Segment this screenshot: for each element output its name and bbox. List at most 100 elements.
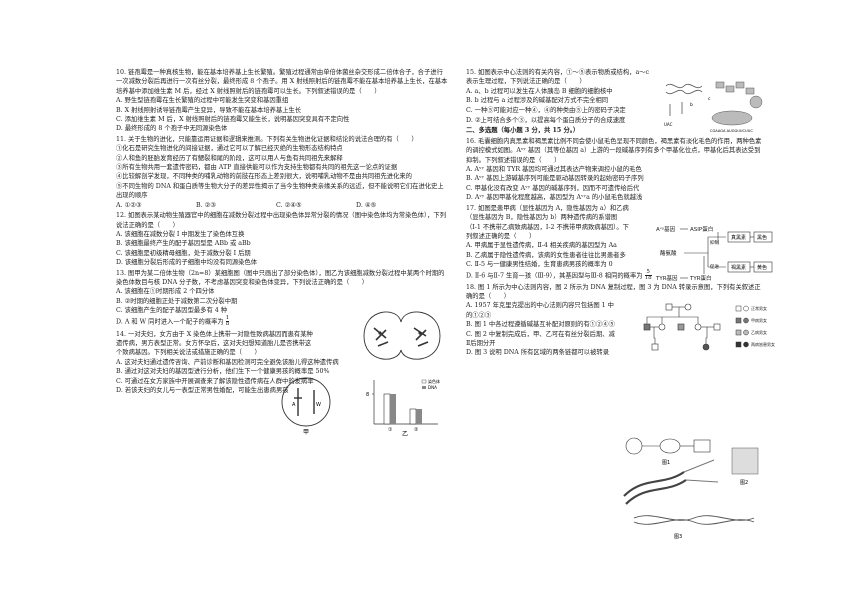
question-10: 10. 链孢霉是一种真核生物，能在基本培养基上生长繁殖。繁殖过程通常由单倍体菌丝… <box>116 68 448 134</box>
question-stem: 17. 如图是患甲病（显性基因为 A，隐性基因为 a）和乙病（显性基因为 B，隐… <box>466 204 629 240</box>
option-d: D. ②上可结合多个③，以提高每个蛋白质分子的合成速度 <box>466 117 626 125</box>
pigment-regulation-figure: Aᵛʸ基因 ASIP蛋白 酪氨酸 TYR基因 TYR蛋白 抑制 促进 真黑素 褐… <box>654 222 774 290</box>
question-15-option-d: D. ②上可结合多个③，以提高每个蛋白质分子的合成速度 <box>466 116 766 125</box>
option-d-text: D. Ⅱ-6 与Ⅱ-7 生育一孩（Ⅲ-9），其基因型与Ⅲ-8 相同的概率为 <box>466 272 643 280</box>
question-16: 16. 毛囊细胞内真黑素和褐黑素比例不同会使小鼠毛色呈现不同颜色，褐黑素有淡化毛… <box>466 137 766 203</box>
option-a: A. 甲病属于显性遗传病，Ⅱ-4 相关疾病的基因型为 Aa <box>466 242 617 250</box>
question-stem: 11. 关于生物的进化，只能靠运用证据和逻辑来推测。下列有关生物进化证据和结论的… <box>116 135 418 143</box>
yellow-label: 黄色 <box>757 264 767 271</box>
option-a: A. 野生型链孢霉在生长繁殖的过程中可能发生突变和基因重组 <box>116 97 289 105</box>
option-b: B. 乙病属于隐性遗传病，该病的女性患者往往比男患者多 <box>466 251 626 259</box>
figure-2-label: 图2 <box>740 480 748 486</box>
fraction-numerator: 1 <box>225 314 230 323</box>
option-c: C. 图 2 中复制完成后，甲、乙可在有丝分裂后期、减Ⅱ后期分开 <box>466 330 615 347</box>
option-b: B. 图 1 中各过程遵循碱基互补配对原则的有①②④⑤ <box>466 321 615 329</box>
figure-label-jia: 甲 <box>303 429 309 436</box>
statement-2: ②人和鱼的胚胎发育经历了有鳃裂和尾的阶段，这可以用人与鱼有共同祖先来解释 <box>116 154 343 162</box>
question-11: 11. 关于生物的进化，只能靠运用证据和逻辑来推测。下列有关生物进化证据和结论的… <box>116 135 448 210</box>
option-c: C. Ⅱ-5 与一健康男性结婚，生育患病男孩的概率为 0 <box>466 261 613 269</box>
option-b: B. b 过程与 a 过程涉及的碱基配对方式不完全相同 <box>466 97 609 105</box>
option-d-text: D. A 和 W 同时进入一个配子的概率为 <box>116 318 224 326</box>
option-b: B. X 射线照射诱导链孢霉产生变异，导致不能在基本培养基上生长 <box>116 106 302 114</box>
option-c: C. 该细胞产生的配子基因型最多有 4 种 <box>116 307 228 315</box>
option-c: C. 可通过在女方家族中开展调查来了解该隐性遗传病在人群中的发病率 <box>116 377 314 385</box>
legend-dna: DNA <box>428 385 437 390</box>
option-a: A. Aᵛʸ 基因和 TYR 基因均可通过其表达产物来调控小鼠的毛色 <box>466 166 642 174</box>
black-label: 黑色 <box>757 234 767 241</box>
option-c: C. 甲基化没有改变 Aᵛʸ 基因的碱基序列，因而不可遗传给后代 <box>466 184 640 192</box>
option-a: A. a、b 过程可以发生在人体胰岛 B 细胞的细胞核中 <box>466 87 613 95</box>
legend-chromosome: 染色体 <box>428 378 440 384</box>
option-d: D. ④⑤ <box>356 201 377 209</box>
question-stem: 16. 毛囊细胞内真黑素和褐黑素比例不同会使小鼠毛色呈现不同颜色，褐黑素有淡化毛… <box>466 137 762 164</box>
fraction-denominator: 18 <box>644 275 652 282</box>
statement-4: ④比较解剖学发现，不同种类的哺乳动物的前肢在形态上差别很大，说明哺乳动物不是由共… <box>116 173 412 181</box>
option-a: A. 这对夫妇通过遗传咨询、产前诊断和基因检测可完全避免该胎儿得这种遗传病 <box>116 358 339 366</box>
option-b: B. ②③ <box>196 201 216 209</box>
codon-label: UAC <box>664 122 673 127</box>
option-c: C. 添加维生素 M 后，X 射线照射后的链孢霉又能生长，说明基因突变具有不定向… <box>116 116 350 124</box>
option-a: A. 该细胞在①时期形成 2 个四分体 <box>116 288 215 296</box>
legend-disease-a: 甲病男女 <box>751 317 767 323</box>
option-b: B. 通过对这对夫妇的基因型进行分析，他们生下一个健康男孩的概率是 50% <box>116 368 330 376</box>
option-d: D. 若该夫妇的女儿与一表型正常男性婚配，可能生出患病男孩 <box>116 387 289 394</box>
x-label-2: ② <box>414 427 419 433</box>
option-c: C. ②④⑤ <box>276 201 302 209</box>
option-a: A. 该细胞在减数分裂 I 中期发生了染色体互换 <box>116 230 245 238</box>
question-stem: 12. 如图表示某动物生殖器官中的细胞在减数分裂过程中出现染色体异常分裂的情况（… <box>116 212 447 229</box>
legend-both: 两病皆患男女 <box>751 341 775 347</box>
tyr-gene-label: TYR基因 <box>655 274 678 282</box>
brown-melanin-label: 褐黑素 <box>731 264 746 271</box>
legend-disease-b: 乙病男女 <box>751 329 767 335</box>
svg-text:W: W <box>316 402 321 408</box>
tyr-protein-label: TYR蛋白 <box>689 274 712 282</box>
question-stem: 15. 如图表示中心法则的有关内容，①～⑤表示物质或结构，a～c 表示生理过程，… <box>466 69 650 86</box>
question-stem: 18. 图 1 所示为中心法则内容，图 2 所示为 DNA 复制过程，图 3 为… <box>466 283 761 300</box>
option-c: C. 该细胞是初级精母细胞，处于减数分裂 I 后期 <box>116 249 251 257</box>
right-column: 15. 如图表示中心法则的有关内容，①～⑤表示物质或结构，a～c 表示生理过程，… <box>466 68 766 359</box>
option-d: D. 图 3 说明 DNA 所有区域的两条链都可以被转录 <box>466 349 609 357</box>
figure-3-label: 图3 <box>674 534 682 540</box>
y-tick: 8 <box>366 392 369 398</box>
statement-3: ③所有生物共用一套遗传密码，都由 ATP 直接供能可以作为支持生物都有共同的祖先… <box>116 164 398 172</box>
option-a: A. ①②③ <box>116 201 142 209</box>
option-d: D. Aᵛʸ 基因甲基化程度越高，基因型为 Aᵛʸa 的小鼠毛色就越浅 <box>466 194 643 202</box>
question-17: 17. 如图是患甲病（显性基因为 A，隐性基因为 a）和乙病（显性基因为 B，隐… <box>466 204 766 282</box>
question-18: 18. 图 1 所示为中心法则内容，图 2 所示为 DNA 复制过程，图 3 为… <box>466 283 766 358</box>
figure-1-label: 图1 <box>662 460 670 466</box>
section-title: 二、多选题（每小题 3 分，共 15 分。） <box>466 127 580 135</box>
question-stem: 10. 链孢霉是一种真核生物，能在基本培养基上生长繁殖。繁殖过程通常由单倍体菌丝… <box>116 69 448 95</box>
true-melanin-label: 真黑素 <box>731 234 746 241</box>
x-label-1: ① <box>388 427 393 433</box>
central-dogma-figure: UAC CGAAGA AUGGUUCUUC b c <box>660 76 770 134</box>
question-stem: 13. 图甲为某二倍体生物（2n=8）某细胞图（图中只画出了部分染色体），图乙为… <box>116 269 445 286</box>
fraction-denominator: 8 <box>225 321 230 328</box>
tyrosine-label: 酪氨酸 <box>660 249 677 257</box>
options-row: A. ①②③ B. ②③ C. ②④⑤ D. ④⑤ <box>116 201 448 210</box>
process-label-b: b <box>690 102 693 108</box>
option-d: D. 最终形成的 8 个孢子中无同源染色体 <box>116 125 228 133</box>
question-stem: 14. 一对夫妇，女方由于 X 染色体上携带一对隐性致病基因而患有某种遗传病，男… <box>116 330 313 357</box>
process-label-c: c <box>708 97 711 102</box>
pedigree-figure: 正常男女 甲病男女 乙病男女 两病皆患男女 <box>640 300 775 362</box>
question-15: 15. 如图表示中心法则的有关内容，①～⑤表示物质或结构，a～c 表示生理过程，… <box>466 68 656 115</box>
fraction-numerator: 5 <box>644 268 652 277</box>
question-14: 14. 一对夫妇，女方由于 X 染色体上携带一对隐性致病基因而患有某种遗传病，男… <box>116 330 448 396</box>
mrna-label: CGAAGA AUGGUUCUUC <box>710 129 753 133</box>
svg-text:A: A <box>292 402 296 408</box>
left-column: 10. 链孢霉是一种真核生物，能在基本培养基上生长繁殖。繁殖过程通常由单倍体菌丝… <box>116 68 448 396</box>
asip-gene-label: Aᵛʸ基因 <box>656 225 676 233</box>
option-a: A. 1957 年克里克提出的中心法则内容只包括图 1 中的①②③ <box>466 302 614 319</box>
question-13: 13. 图甲为某二倍体生物（2n=8）某细胞图（图中只画出了部分染色体），图乙为… <box>116 269 448 328</box>
option-b: B. ②时期的细胞正处于减数第二次分裂中期 <box>116 297 238 305</box>
dna-figure-18: 图1 图2 图3 <box>614 432 774 542</box>
legend-normal: 正常男女 <box>751 305 767 311</box>
asip-protein-label: ASIP蛋白 <box>690 225 713 233</box>
option-c: C. 一种⑤可能对应一种④，④的种类由⑤上的密码子决定 <box>466 106 626 114</box>
promote-label: 促进 <box>710 263 719 270</box>
